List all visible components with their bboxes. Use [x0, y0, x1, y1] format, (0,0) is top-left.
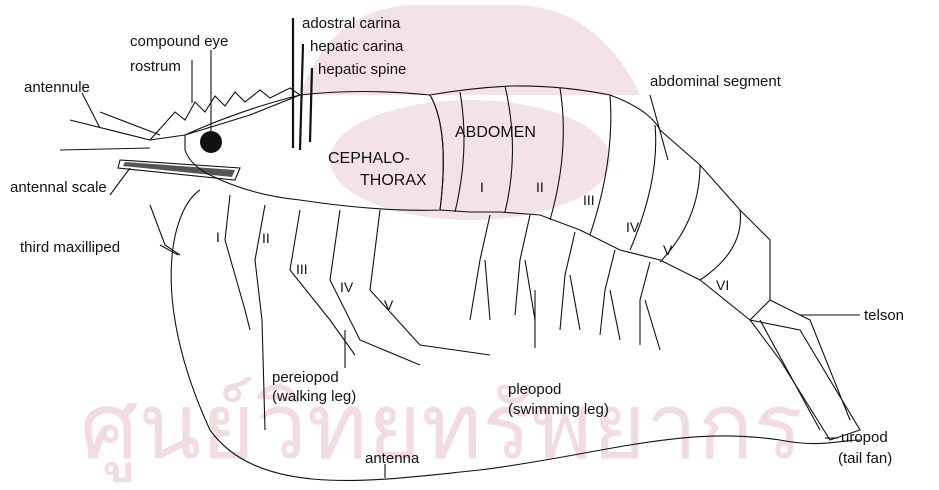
pleopod-2 [515, 215, 535, 320]
label-pereiopod: pereiopod [272, 369, 339, 386]
label-pleopod-sub: (swimming leg) [508, 401, 609, 418]
watermark-text: ศูนย์วิทยทรัพยากร [80, 373, 803, 482]
label-third-maxilliped: third maxilliped [20, 239, 120, 256]
label-rostrum: rostrum [130, 58, 181, 75]
label-hepatic-carina: hepatic carina [310, 38, 404, 55]
pereiopod-5 [370, 210, 490, 355]
segment-numeral-6: VI [716, 277, 729, 293]
label-compound-eye: compound eye [130, 33, 228, 50]
pleopod-5 [640, 262, 660, 350]
pleopod-1 [470, 215, 490, 320]
segment-numeral-3: III [583, 192, 595, 208]
leg-numeral-2: II [262, 230, 270, 246]
label-cephalo: CEPHALO- [328, 150, 410, 167]
label-adostral-carina: adostral carina [302, 15, 401, 32]
rostrum-shape [150, 88, 300, 140]
label-antenna: antenna [365, 450, 420, 467]
label-hepatic-spine: hepatic spine [318, 61, 406, 78]
label-pleopod: pleopod [508, 381, 561, 398]
leg-numeral-4: IV [340, 279, 354, 295]
segment-numeral-5: V [663, 242, 673, 258]
pereiopod-1 [225, 195, 250, 330]
leg-numeral-1: I [216, 229, 220, 245]
pleopod-3 [560, 232, 580, 330]
label-pereiopod-sub: (walking leg) [272, 388, 356, 405]
antennule-lines [60, 112, 160, 150]
segment-numeral-4: IV [626, 219, 640, 235]
label-thorax: THORAX [360, 172, 427, 189]
pleopod-4 [600, 250, 620, 340]
label-antennule: antennule [24, 79, 90, 96]
segment-numeral-1: I [480, 179, 484, 195]
leg-numeral-5: V [384, 297, 394, 313]
leg-numeral-3: III [296, 261, 308, 277]
compound-eye-shape [200, 131, 222, 153]
label-uropod-sub: (tail fan) [838, 450, 892, 467]
label-abdomen: ABDOMEN [455, 124, 536, 141]
segment-numeral-2: II [536, 179, 544, 195]
label-telson: telson [864, 307, 904, 324]
label-uropod: uropod [841, 429, 888, 446]
label-abdominal-segment: abdominal segment [650, 73, 782, 90]
label-antennal-scale: antennal scale [10, 179, 107, 196]
